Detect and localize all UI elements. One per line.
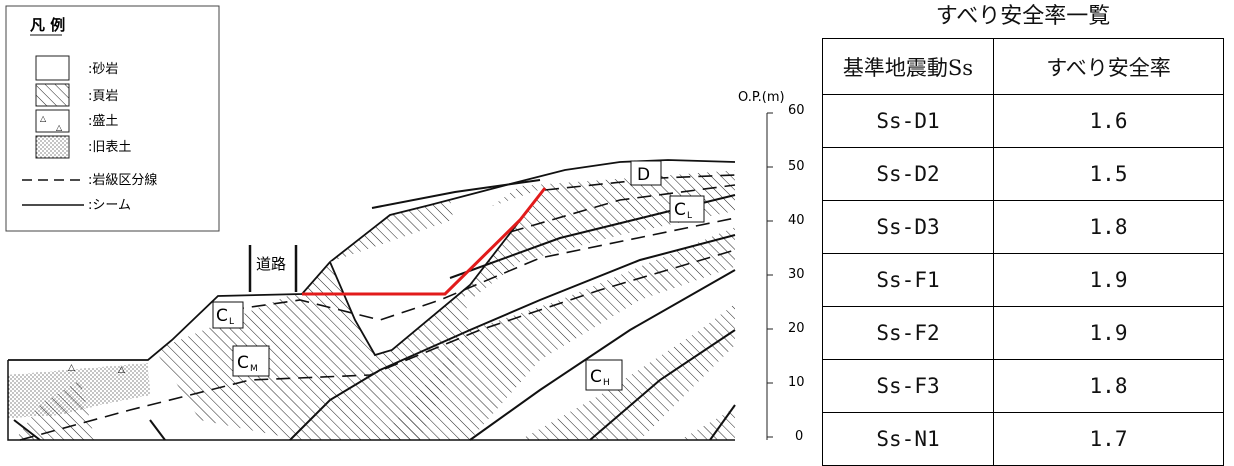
safety-factor-cell: 1.9 [993,306,1224,360]
rock-class-line [229,217,736,321]
rock-class-label-d: D [630,160,662,186]
elevation-axis: O.P.(m) 60 50 40 30 20 10 0 [738,90,805,444]
fill-triangle-icon: △ [68,363,75,373]
legend-label-seam: :シーム [88,198,131,213]
table-row: Ss-F2 1.9 [822,306,1224,360]
table-row: Ss-D1 1.6 [822,94,1224,148]
legend-label-shale: :頁岩 [88,89,118,104]
svg-text:M: M [250,364,258,374]
axis-tick-label: 30 [788,267,805,282]
axis-tick-label: 50 [788,159,805,174]
ground-motion-cell: Ss-F1 [822,253,994,307]
rock-class-label-ch: C H [585,359,623,391]
old-topsoil-zone [8,363,150,418]
section-frame [7,360,735,441]
legend-label-old-topsoil: :旧表土 [88,140,131,155]
seam-line [289,234,736,441]
legend: 凡 例 :砂岩 :頁岩 △ △ :盛土 :旧表土 :岩級区分線 :シーム [5,5,220,232]
legend-label-rock-class-line: :岩級区分線 [88,172,157,188]
table-row: Ss-F1 1.9 [822,253,1224,307]
fill-triangle-icon: △ [40,114,47,123]
fill-triangle-icon: △ [56,123,63,132]
safety-factor-cell: 1.6 [993,94,1224,148]
critical-slip-line [302,187,547,296]
ground-motion-cell: Ss-D3 [822,200,994,254]
legend-title: 凡 例 [30,16,65,34]
rock-class-label-cl-left: C L [212,301,244,329]
old-topsoil-swatch [35,135,70,159]
svg-text:L: L [687,211,692,221]
svg-text:C: C [674,200,686,220]
seam-line [709,404,736,441]
road-marker: 道路 [248,245,298,292]
svg-text:D: D [637,165,650,185]
rock-class-label-cl-right: C L [669,195,705,223]
safety-factor-cell: 1.7 [993,412,1224,466]
table-row: Ss-D3 1.8 [822,200,1224,254]
axis-tick-label: 10 [788,375,805,390]
table-row: Ss-D2 1.5 [822,147,1224,201]
safety-factor-cell: 1.8 [993,200,1224,254]
seam-line [371,179,541,209]
ground-motion-cell: Ss-F3 [822,359,994,413]
fill-swatch [35,109,70,133]
table-row: Ss-F3 1.8 [822,359,1224,413]
svg-text:L: L [229,317,234,327]
shale-band-lower-right [520,300,735,440]
ground-motion-cell: Ss-D2 [822,147,994,201]
seam-line [469,269,736,441]
seam-line [13,419,41,441]
fill-triangle-icon: △ [118,365,125,375]
header-safety-factor: すべり安全率 [993,38,1224,95]
road-label: 道路 [256,255,286,273]
ground-motion-cell: Ss-N1 [822,412,994,466]
ground-motion-cell: Ss-D1 [822,94,994,148]
legend-label-sandstone: :砂岩 [88,62,118,77]
seam-line [589,329,736,441]
safety-factor-cell: 1.5 [993,147,1224,201]
axis-tick-label: 0 [795,429,803,444]
excavation-slope [329,187,546,357]
rock-class-label-cm: C M [232,345,270,377]
svg-text:C: C [237,353,249,373]
svg-text:C: C [216,306,228,326]
sandstone-swatch [35,55,70,81]
header-ground-motion: 基準地震動Ss [822,38,994,95]
legend-label-fill: :盛土 [88,114,118,129]
geological-cross-section: 凡 例 :砂岩 :頁岩 △ △ :盛土 :旧表土 :岩級区分線 :シーム △ △ [5,5,805,444]
shale-band-middle [380,225,735,440]
axis-tick-label: 40 [788,213,805,228]
ground-surface [8,159,736,361]
table-row: Ss-N1 1.7 [822,412,1224,466]
ground-motion-cell: Ss-F2 [822,306,994,360]
safety-factor-cell: 1.9 [993,253,1224,307]
safety-factor-cell: 1.8 [993,359,1224,413]
shale-swatch [35,83,70,107]
table-title: すべり安全率一覧 [935,4,1111,29]
axis-tick-label: 60 [788,103,805,118]
safety-factor-table: 基準地震動Ss すべり安全率 Ss-D1 1.6 Ss-D2 1.5 Ss-D3… [822,38,1224,466]
axis-tick-label: 20 [788,321,805,336]
seam-line [149,419,166,441]
svg-text:C: C [590,367,602,387]
shale-band-corner [680,405,735,440]
table-header-row: 基準地震動Ss すべり安全率 [822,38,1224,95]
svg-text:H: H [603,378,610,388]
axis-label: O.P.(m) [738,90,785,105]
rock-class-line [509,184,736,233]
